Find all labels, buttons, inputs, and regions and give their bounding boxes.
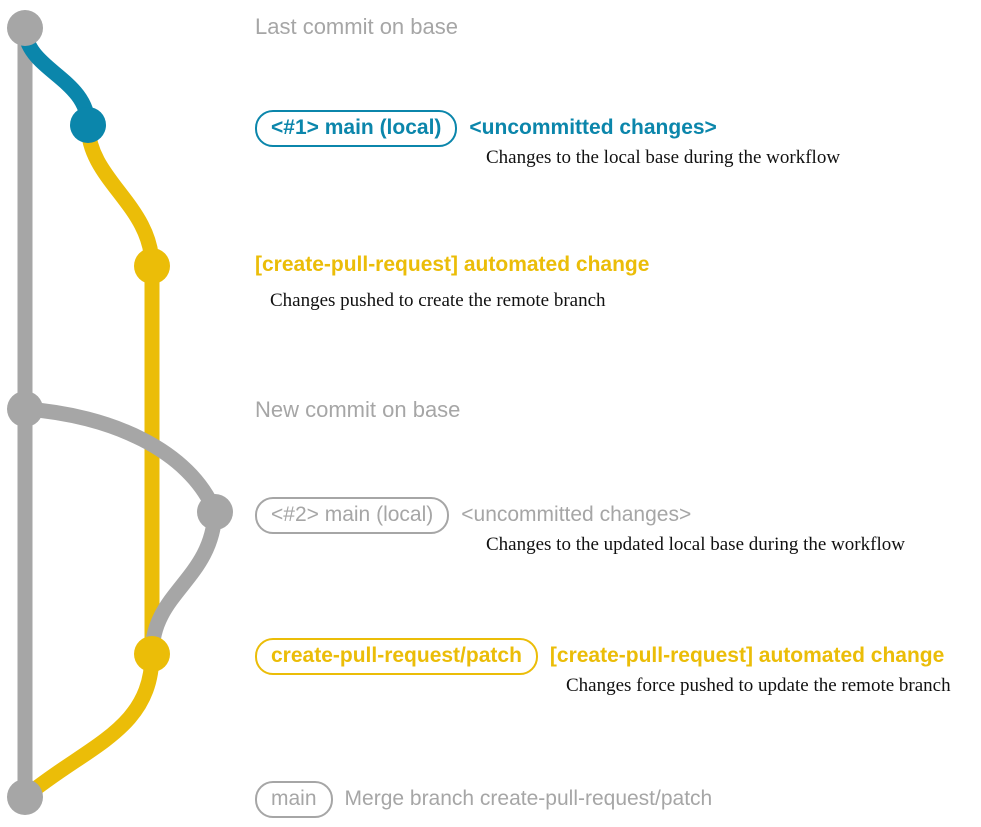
commit-row-local-uncommitted-1: <#1> main (local) <uncommitted changes> <box>255 110 717 147</box>
commit-note-local-uncommitted-2: Changes to the updated local base during… <box>486 534 905 555</box>
edge-remote2-to-merge <box>17 646 160 805</box>
commit-subject-remote-automated-change-1: [create-pull-request] automated change <box>255 253 650 276</box>
commit-node-merge-commit[interactable] <box>7 779 43 815</box>
commit-row-merge-commit: main Merge branch create-pull-request/pa… <box>255 781 712 818</box>
edge-local2-to-remote2 <box>144 504 223 662</box>
edge-base2-to-local2 <box>17 401 223 520</box>
commit-node-local-uncommitted-1[interactable] <box>70 107 106 143</box>
commit-node-new-commit-on-base[interactable] <box>7 391 43 427</box>
edge-local1-to-remote1 <box>80 117 160 662</box>
branch-pill-main-local-2[interactable]: <#2> main (local) <box>255 497 450 534</box>
commit-row-remote-automated-change-1: [create-pull-request] automated change <box>255 254 649 275</box>
commit-row-remote-automated-change-2: create-pull-request/patch [create-pull-r… <box>255 638 944 675</box>
commit-node-local-uncommitted-2[interactable] <box>197 494 233 530</box>
commit-note-local-uncommitted-1: Changes to the local base during the wor… <box>486 147 841 168</box>
commit-row-local-uncommitted-2: <#2> main (local) <uncommitted changes> <box>255 497 691 534</box>
commit-subject-remote-automated-change-2: [create-pull-request] automated change <box>549 644 945 667</box>
commit-note-remote-automated-change-2: Changes force pushed to update the remot… <box>566 675 951 696</box>
commit-subject-local-uncommitted-2: <uncommitted changes> <box>461 503 692 526</box>
commit-subject-merge-commit: Merge branch create-pull-request/patch <box>344 787 713 810</box>
commit-note-remote-automated-change-1: Changes pushed to create the remote bran… <box>270 290 606 311</box>
branch-pill-main[interactable]: main <box>255 781 333 818</box>
commit-node-last-commit-on-base[interactable] <box>7 10 43 46</box>
branch-pill-create-pull-request-patch[interactable]: create-pull-request/patch <box>255 638 538 675</box>
commit-node-remote-automated-change-1[interactable] <box>134 248 170 284</box>
branch-pill-main-local-1[interactable]: <#1> main (local) <box>255 110 458 147</box>
commit-heading-last-commit-on-base: Last commit on base <box>255 14 458 39</box>
commit-subject-local-uncommitted-1: <uncommitted changes> <box>469 116 717 139</box>
commit-node-remote-automated-change-2[interactable] <box>134 636 170 672</box>
commit-heading-new-commit-on-base: New commit on base <box>255 397 461 422</box>
